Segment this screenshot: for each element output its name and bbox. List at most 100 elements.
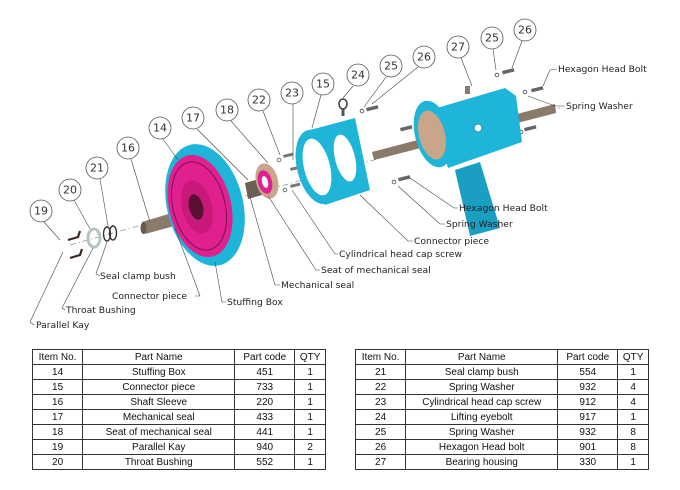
cell-qty: 8	[617, 439, 649, 455]
callout-27: 27	[446, 35, 470, 59]
cell-part-name: Stuffing Box	[82, 364, 236, 380]
cell-item-no: 25	[354, 424, 407, 440]
connector-piece-part	[295, 118, 370, 205]
cell-part-code: 220	[234, 394, 296, 410]
cell-part-code: 917	[557, 409, 619, 425]
cell-item-no: 18	[31, 424, 84, 440]
header-part-code: Part code	[557, 349, 619, 365]
cell-part-code: 912	[557, 394, 619, 410]
cell-part-code: 330	[557, 454, 619, 470]
cell-qty: 1	[294, 394, 326, 410]
svg-text:25: 25	[384, 60, 398, 73]
cell-item-no: 23	[354, 394, 407, 410]
callout-26: 26	[412, 45, 436, 69]
label-connector-piece-right: Connector piece	[414, 236, 489, 247]
cell-item-no: 14	[31, 364, 84, 380]
label-hexagon-head-bolt-lower: Hexagon Head Bolt	[459, 203, 548, 214]
shaft-sleeve-part	[140, 212, 178, 234]
cell-qty: 1	[617, 454, 649, 470]
cell-part-code: 552	[234, 454, 296, 470]
svg-text:27: 27	[451, 41, 465, 54]
callout-20: 20	[58, 178, 82, 202]
cell-part-name: Spring Washer	[405, 379, 559, 395]
svg-text:17: 17	[186, 112, 200, 125]
header-part-name: Part Name	[82, 349, 236, 365]
callout-18: 18	[215, 98, 239, 122]
stuffing-box-part	[165, 144, 245, 266]
table-header-row: Item No. Part Name Part code QTY	[354, 349, 649, 365]
label-seal-clamp-bush: Seal clamp bush	[100, 271, 176, 282]
cell-part-code: 441	[234, 424, 296, 440]
cell-part-name: Spring Washer	[405, 424, 559, 440]
callout-15: 15	[311, 72, 335, 96]
svg-text:16: 16	[121, 142, 135, 155]
callout-24: 24	[346, 63, 370, 87]
label-connector-piece-left: Connector piece	[112, 291, 187, 302]
cell-item-no: 21	[354, 364, 407, 380]
cell-part-name: Throat Bushing	[82, 454, 236, 470]
exploded-pump-diagram: 19 20 21 16 14 17 18 22 23 15 24 25 26 2…	[29, 18, 647, 331]
svg-text:14: 14	[153, 122, 167, 135]
cell-part-code: 932	[557, 379, 619, 395]
header-qty: QTY	[294, 349, 326, 365]
seal-clamp-bush-part	[102, 225, 118, 242]
callout-25: 25	[379, 54, 403, 78]
header-item-no: Item No.	[31, 349, 84, 365]
cell-item-no: 16	[31, 394, 84, 410]
svg-text:22: 22	[252, 94, 266, 107]
cell-qty: 1	[617, 364, 649, 380]
header-part-name: Part Name	[405, 349, 559, 365]
cell-part-code: 940	[234, 439, 296, 455]
cell-qty: 1	[294, 364, 326, 380]
svg-text:18: 18	[220, 104, 234, 117]
cell-qty: 1	[617, 409, 649, 425]
svg-text:23: 23	[285, 87, 299, 100]
cell-part-code: 901	[557, 439, 619, 455]
callout-17: 17	[181, 106, 205, 130]
cell-part-code: 932	[557, 424, 619, 440]
cell-qty: 1	[294, 409, 326, 425]
cell-part-code: 554	[557, 364, 619, 380]
cell-part-name: Seat of mechanical seal	[82, 424, 236, 440]
cell-part-name: Shaft Sleeve	[82, 394, 236, 410]
cell-item-no: 24	[354, 409, 407, 425]
label-mechanical-seal: Mechanical seal	[281, 280, 354, 291]
leader-lines	[29, 40, 565, 326]
cell-part-name: Seal clamp bush	[405, 364, 559, 380]
header-item-no: Item No.	[354, 349, 407, 365]
label-parallel-kay: Parallel Kay	[36, 320, 90, 331]
cell-qty: 8	[617, 424, 649, 440]
cell-part-name: Cylindrical head cap screw	[405, 394, 559, 410]
svg-text:20: 20	[63, 184, 77, 197]
bearing-housing-part	[413, 86, 522, 236]
header-qty: QTY	[617, 349, 649, 365]
cell-part-name: Parallel Kay	[82, 439, 236, 455]
cell-item-no: 26	[354, 439, 407, 455]
label-stuffing-box: Stuffing Box	[227, 297, 283, 308]
cell-item-no: 20	[31, 454, 84, 470]
cell-qty: 4	[617, 394, 649, 410]
parallel-key-part	[67, 230, 84, 260]
svg-text:25: 25	[485, 32, 499, 45]
label-hexagon-head-bolt-upper: Hexagon Head Bolt	[558, 64, 647, 75]
cell-part-code: 433	[234, 409, 296, 425]
cell-qty: 1	[294, 424, 326, 440]
svg-text:24: 24	[351, 69, 365, 82]
cell-item-no: 15	[31, 379, 84, 395]
cell-qty: 1	[294, 454, 326, 470]
lifting-eyebolt-part	[338, 98, 348, 116]
cell-part-name: Mechanical seal	[82, 409, 236, 425]
